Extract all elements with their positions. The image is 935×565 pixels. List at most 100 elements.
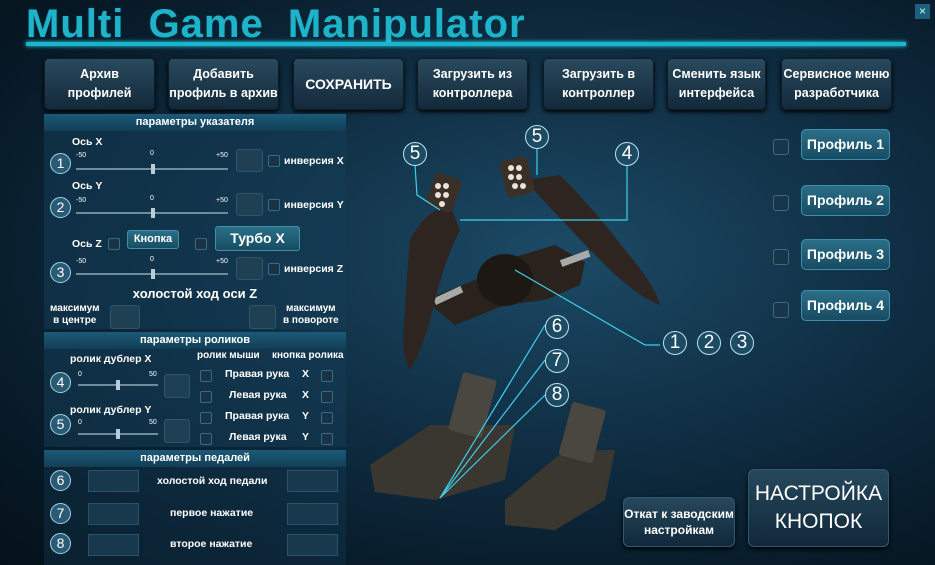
roller-y-slider-thumb[interactable] <box>116 429 120 439</box>
right-pedal-base <box>505 450 615 530</box>
profile-archive-button[interactable]: Архив профилей <box>44 58 155 110</box>
yoke-shaft-left <box>433 285 464 305</box>
roller-x-min: 0 <box>78 371 82 378</box>
pedal-second-number: 8 <box>50 533 71 554</box>
callout-2: 2 <box>697 331 721 355</box>
invert-z-label: инверсия Z <box>284 263 344 275</box>
close-icon[interactable]: × <box>915 4 930 19</box>
roller-button-label: кнопка ролика <box>272 350 344 361</box>
left-handle <box>403 205 460 370</box>
button-setup-button[interactable]: НАСТРОЙКА КНОПОК <box>748 469 889 547</box>
axis-x-slider-thumb[interactable] <box>151 164 155 174</box>
rollers-panel <box>44 349 346 447</box>
roller-x-label: ролик дублер X <box>70 353 152 365</box>
invert-z-checkbox[interactable] <box>268 263 280 275</box>
profile-1-button[interactable]: Профиль 1 <box>801 129 890 160</box>
axis-z-checkbox[interactable] <box>108 238 120 250</box>
callout-1: 1 <box>663 331 687 355</box>
left-hand-y-label: Левая рука <box>229 431 287 443</box>
add-profile-archive-button[interactable]: Добавить профиль в архив <box>168 58 279 110</box>
title-underline <box>26 42 906 46</box>
axis-y-max: +50 <box>216 197 228 204</box>
left-button-pad <box>426 172 462 213</box>
roller-y-value-box[interactable] <box>164 419 190 443</box>
callout-4: 4 <box>615 142 639 166</box>
left-hand-y-axis: Y <box>302 431 310 443</box>
profile-2-checkbox[interactable] <box>773 195 789 211</box>
max-turn-box[interactable] <box>249 305 276 329</box>
right-hand-x-checkbox[interactable] <box>200 370 212 382</box>
pedal-second-left-box[interactable] <box>88 534 139 556</box>
yoke-center <box>477 254 533 306</box>
pedal-idle-left-box[interactable] <box>88 470 139 492</box>
invert-x-checkbox[interactable] <box>268 155 280 167</box>
profile-1-checkbox[interactable] <box>773 139 789 155</box>
callout-5-left: 5 <box>403 142 427 166</box>
roller-y-max: 50 <box>149 419 157 426</box>
right-hand-x-label: Правая рука <box>225 368 290 380</box>
axis-y-label: Ось Y <box>72 180 103 192</box>
yoke-shaft-right <box>559 250 591 267</box>
right-hand-x-button-checkbox[interactable] <box>321 370 333 382</box>
left-hand-x-checkbox[interactable] <box>200 391 212 403</box>
profile-2-button[interactable]: Профиль 2 <box>801 185 890 216</box>
right-hand-x-axis: X <box>302 368 310 380</box>
axis-z-max: +50 <box>216 258 228 265</box>
pedal-idle-number: 6 <box>50 470 71 491</box>
pedal-first-left-box[interactable] <box>88 503 139 525</box>
callout-3: 3 <box>730 331 754 355</box>
max-center-box[interactable] <box>110 305 140 329</box>
invert-y-checkbox[interactable] <box>268 199 280 211</box>
roller-y-label: ролик дублер Y <box>70 404 152 416</box>
turbo-x-button[interactable]: Турбо X <box>215 226 300 251</box>
callout-8: 8 <box>545 383 569 407</box>
left-hand-y-checkbox[interactable] <box>200 433 212 445</box>
profile-3-button[interactable]: Профиль 3 <box>801 239 890 270</box>
axis-x-value-box[interactable] <box>236 149 263 172</box>
load-from-controller-button[interactable]: Загрузить из контроллера <box>417 58 528 110</box>
axis-z-mid: 0 <box>150 256 154 263</box>
axis-x-label: Ось X <box>72 136 103 148</box>
pedal-second-right-box[interactable] <box>287 534 338 556</box>
axis-z-slider-thumb[interactable] <box>151 269 155 279</box>
axis-x-min: -50 <box>76 152 87 159</box>
factory-reset-button[interactable]: Откат к заводским настройкам <box>623 497 735 547</box>
callout-7: 7 <box>545 349 569 373</box>
roller-x-number: 4 <box>50 372 71 393</box>
max-center-label: максимум в центре <box>50 303 100 326</box>
invert-x-label: инверсия X <box>284 155 344 167</box>
pedals-header: параметры педалей <box>44 450 346 467</box>
turbo-checkbox[interactable] <box>195 238 207 250</box>
pedal-idle-right-box[interactable] <box>287 470 338 492</box>
z-button-toggle[interactable]: Кнопка <box>127 230 179 249</box>
roller-x-value-box[interactable] <box>164 374 190 398</box>
axis-y-slider-thumb[interactable] <box>151 208 155 218</box>
right-hand-y-checkbox[interactable] <box>200 412 212 424</box>
axis-y-number: 2 <box>50 197 71 218</box>
change-language-button[interactable]: Сменить язык интерфейса <box>667 58 766 110</box>
axis-y-value-box[interactable] <box>236 193 263 216</box>
left-hand-x-button-checkbox[interactable] <box>321 391 333 403</box>
roller-x-slider-thumb[interactable] <box>116 380 120 390</box>
developer-menu-button[interactable]: Сервисное меню разработчика <box>781 58 892 110</box>
right-handle <box>525 175 660 305</box>
axis-y-mid: 0 <box>150 195 154 202</box>
callout-6: 6 <box>545 315 569 339</box>
profile-3-checkbox[interactable] <box>773 249 789 265</box>
profile-4-checkbox[interactable] <box>773 302 789 318</box>
profile-4-button[interactable]: Профиль 4 <box>801 290 890 321</box>
axis-z-min: -50 <box>76 258 87 265</box>
right-hand-y-axis: Y <box>302 410 310 422</box>
save-button[interactable]: СОХРАНИТЬ <box>293 58 404 110</box>
axis-z-value-box[interactable] <box>236 257 263 280</box>
app-title: Multi Game Manipulator <box>26 2 526 46</box>
left-hand-y-button-checkbox[interactable] <box>321 433 333 445</box>
pedal-first-right-box[interactable] <box>287 503 338 525</box>
right-hand-y-button-checkbox[interactable] <box>321 412 333 424</box>
left-pedal-base <box>370 425 515 500</box>
axis-z-label: Ось Z <box>72 238 102 250</box>
load-to-controller-button[interactable]: Загрузить в контроллер <box>543 58 654 110</box>
pedal-first-label: первое нажатие <box>170 507 254 519</box>
pointer-params-header: параметры указателя <box>44 114 346 131</box>
pedal-first-number: 7 <box>50 503 71 524</box>
